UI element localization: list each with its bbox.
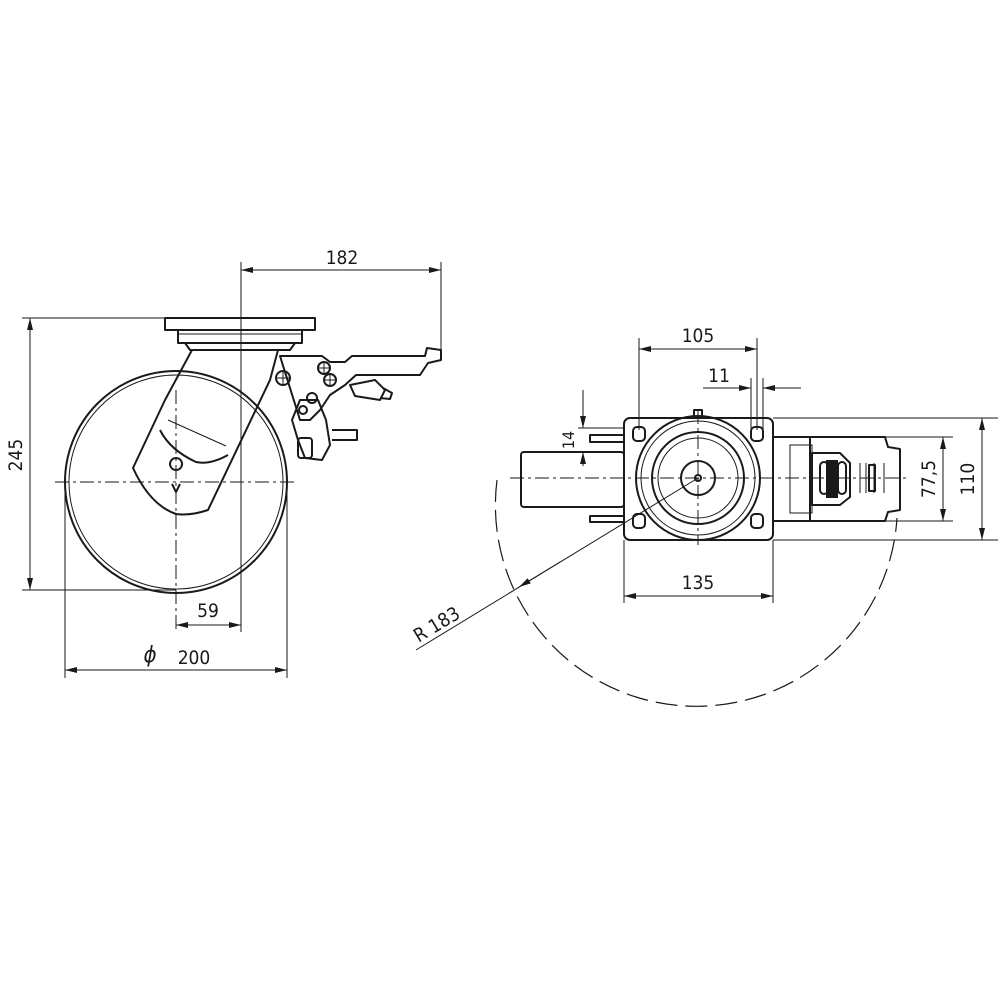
dim-label-11: 11 bbox=[708, 365, 730, 387]
diameter-symbol: ϕ bbox=[143, 643, 156, 668]
dim-label-110: 110 bbox=[957, 463, 979, 496]
dimension-135: 135 bbox=[623, 540, 774, 603]
dim-label-200: 200 bbox=[178, 647, 211, 669]
dimension-105: 105 bbox=[638, 325, 758, 430]
dimension-r183: R 183 bbox=[410, 477, 699, 651]
dimension-110: 110 bbox=[773, 417, 998, 541]
fork bbox=[132, 349, 279, 516]
dim-label-14: 14 bbox=[559, 431, 578, 449]
swivel-radius-arc bbox=[494, 479, 898, 707]
dim-label-59: 59 bbox=[197, 600, 219, 622]
dimension-14: 14 bbox=[559, 390, 624, 466]
dim-label-105: 105 bbox=[682, 325, 715, 347]
dim-label-135: 135 bbox=[682, 572, 715, 594]
dimension-diameter-200: ϕ 200 bbox=[64, 482, 288, 678]
side-view: 182 245 59 ϕ 200 bbox=[5, 247, 442, 678]
dim-label-182: 182 bbox=[326, 247, 359, 269]
dimension-77-5: 77,5 bbox=[773, 436, 953, 522]
dim-label-245: 245 bbox=[5, 439, 27, 472]
dimension-245: 245 bbox=[5, 317, 176, 591]
brake-assembly bbox=[275, 347, 442, 461]
dim-label-r183: R 183 bbox=[410, 603, 464, 648]
dim-label-77-5: 77,5 bbox=[918, 460, 940, 498]
dimension-59: 59 bbox=[176, 600, 241, 628]
brake-top bbox=[773, 436, 901, 522]
dimension-182: 182 bbox=[241, 247, 442, 358]
top-view: R 183 105 11 14 13 bbox=[410, 325, 998, 707]
top-plate bbox=[164, 317, 316, 351]
dimension-11: 11 bbox=[703, 365, 801, 430]
